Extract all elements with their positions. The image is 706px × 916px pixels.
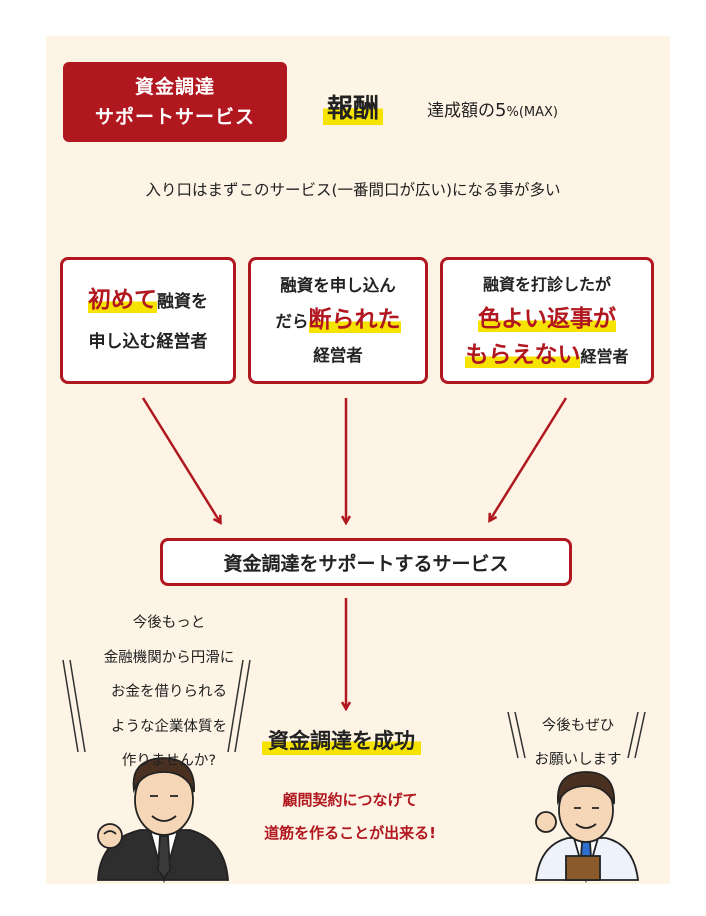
left-quote-line: 作りませんか? bbox=[121, 753, 217, 769]
card3-highlight1: 色よい返事が bbox=[478, 306, 616, 332]
success-label: 資金調達を成功 bbox=[262, 725, 421, 755]
card-rejected: 融資を申し込ん だら断られた 経営者 bbox=[248, 257, 428, 384]
card3-tail: 経営者 bbox=[580, 347, 629, 366]
reward-suffix: (MAX) bbox=[518, 105, 558, 120]
card1-rest: 融資を bbox=[157, 291, 208, 312]
card1-line1: 初めて融資を bbox=[88, 280, 208, 322]
left-quote-line: 金融機関から円滑に bbox=[103, 649, 235, 666]
right-quote-line: お願いします bbox=[534, 752, 622, 768]
title-line1: 資金調達 bbox=[134, 76, 215, 98]
arrow-right bbox=[490, 397, 568, 520]
left-quote-line: お金を借りられる bbox=[111, 684, 227, 700]
card2-line2: だら断られた bbox=[276, 303, 401, 339]
card3-line3: もらえない経営者 bbox=[465, 338, 629, 374]
card-no-good-answer: 融資を打診したが 色よい返事が もらえない経営者 bbox=[440, 257, 654, 384]
service-title-box: 資金調達 サポートサービス bbox=[63, 62, 287, 142]
left-speech-text: 今後もっと 金融機関から円滑に お金を借りられる ような企業体質を 作りませんか… bbox=[62, 606, 276, 779]
title-line2: サポートサービス bbox=[94, 106, 255, 128]
card3-line1: 融資を打診したが bbox=[482, 275, 611, 294]
left-quote-line: 今後もっと bbox=[132, 615, 206, 631]
card1-highlight: 初めて bbox=[88, 286, 157, 313]
support-service-box: 資金調達をサポートするサービス bbox=[160, 538, 572, 586]
left-quote-line: ような企業体質を bbox=[111, 718, 227, 735]
businessman-left-illustration bbox=[97, 757, 229, 884]
reward-value: 達成額の5%(MAX) bbox=[427, 96, 558, 121]
arrow-left bbox=[141, 397, 220, 522]
reward-prefix: 達成額の bbox=[427, 101, 495, 121]
reward-rate: 5 bbox=[495, 100, 507, 121]
card2-line1: 融資を申し込ん bbox=[280, 275, 396, 295]
right-quote-line: 今後もぜひ bbox=[541, 718, 615, 734]
success-sub-line1: 顧問契約につなげて bbox=[282, 791, 418, 809]
right-speech-text: 今後もぜひ お願いします bbox=[520, 709, 636, 777]
reward-label: 報酬 bbox=[323, 88, 384, 125]
card2-pre: だら bbox=[275, 311, 309, 331]
success-sub-line2: 道筋を作ることが出来る! bbox=[264, 824, 436, 842]
card1-line2: 申し込む経営者 bbox=[88, 331, 208, 352]
left-quote-marks bbox=[62, 659, 251, 753]
card2-highlight: 断られた bbox=[308, 306, 401, 333]
reward-unit: % bbox=[506, 105, 519, 120]
entry-note: 入り口はまずこのサービス(一番間口が広い)になる事が多い bbox=[145, 181, 561, 199]
card3-line2: 色よい返事が bbox=[478, 302, 616, 338]
card2-line3: 経営者 bbox=[313, 345, 363, 365]
card3-highlight2: もらえない bbox=[465, 342, 581, 368]
card-first-time: 初めて融資を 申し込む経営者 bbox=[60, 257, 236, 384]
businessman-right-illustration bbox=[534, 771, 640, 884]
right-quote-marks bbox=[507, 711, 646, 759]
